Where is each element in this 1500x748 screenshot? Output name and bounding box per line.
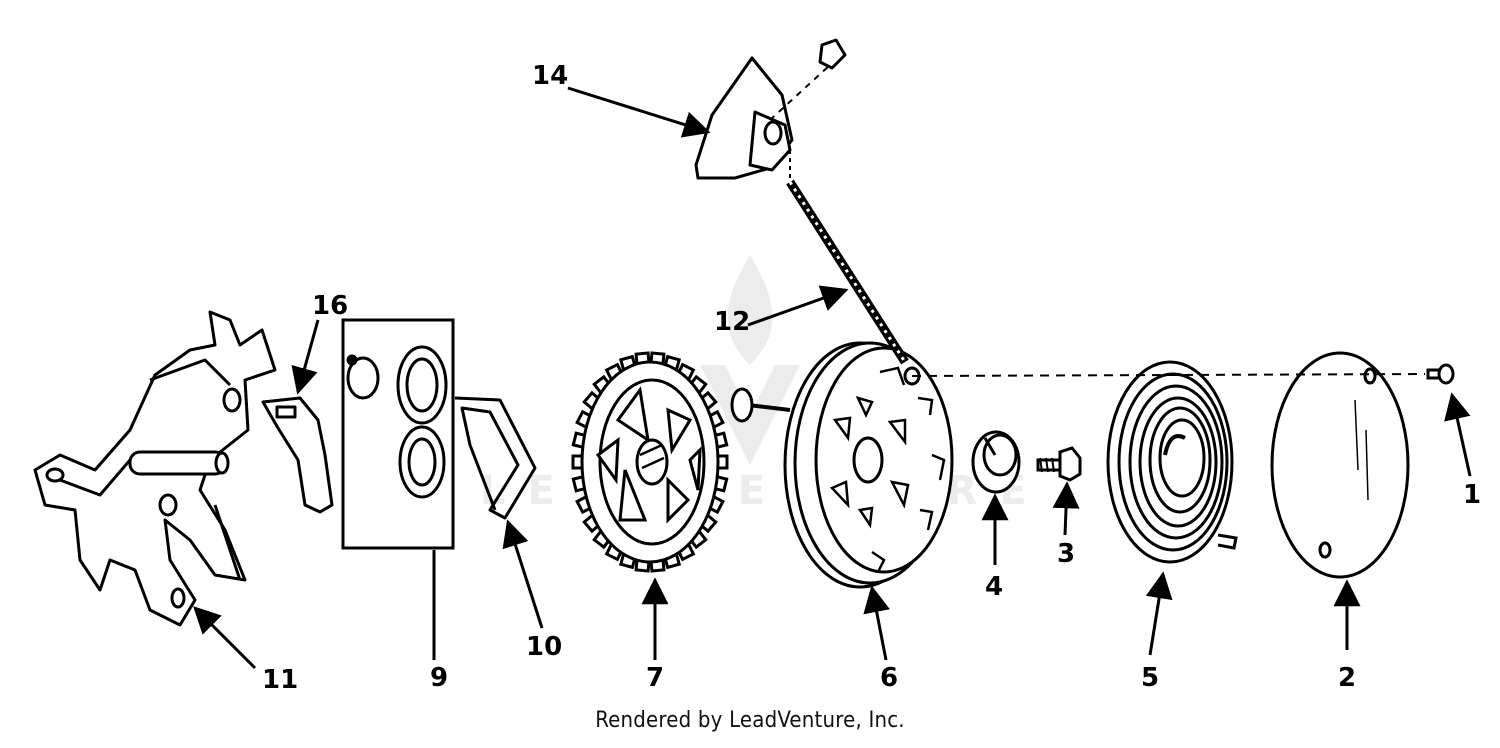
callout-12: 12 — [714, 307, 750, 337]
part-14-handle — [694, 38, 847, 182]
part-9-kit-panel — [341, 318, 455, 550]
part-16-plate — [261, 396, 334, 514]
callout-2: 2 — [1338, 663, 1356, 693]
part-1-screw — [1426, 363, 1455, 385]
callout-6: 6 — [880, 663, 898, 693]
part-12-rope — [786, 179, 909, 365]
part-5-spring — [1106, 360, 1238, 564]
arrow-12 — [747, 285, 849, 327]
part-6-pulley — [730, 341, 954, 589]
part-2-cover — [1270, 351, 1410, 579]
footer-credit: Rendered by LeadVenture, Inc. — [595, 708, 905, 733]
callout-9: 9 — [430, 663, 448, 693]
callout-3: 3 — [1057, 539, 1075, 569]
callout-14: 14 — [532, 61, 568, 91]
callout-7: 7 — [646, 663, 664, 693]
arrow-5 — [1145, 571, 1173, 656]
callout-5: 5 — [1141, 663, 1159, 693]
part-4-cup — [971, 430, 1021, 494]
arrow-14 — [567, 86, 711, 138]
assembly-axis-line — [911, 373, 1426, 377]
callout-11: 11 — [262, 665, 298, 695]
part-3-bolt — [1036, 446, 1082, 482]
callout-arrows — [193, 86, 1472, 670]
arrow-10 — [502, 519, 544, 629]
part-11-bracket — [33, 310, 277, 627]
callout-16: 16 — [312, 291, 348, 321]
callout-1: 1 — [1463, 480, 1481, 510]
arrow-11 — [193, 606, 257, 670]
arrow-3 — [1052, 481, 1080, 536]
part-10-wire-spring — [454, 396, 537, 520]
callout-10: 10 — [526, 632, 562, 662]
arrow-6 — [863, 585, 890, 661]
part-7-gear — [571, 351, 729, 573]
callout-4: 4 — [985, 572, 1003, 602]
arrow-1 — [1444, 392, 1472, 477]
arrow-16 — [291, 319, 320, 395]
